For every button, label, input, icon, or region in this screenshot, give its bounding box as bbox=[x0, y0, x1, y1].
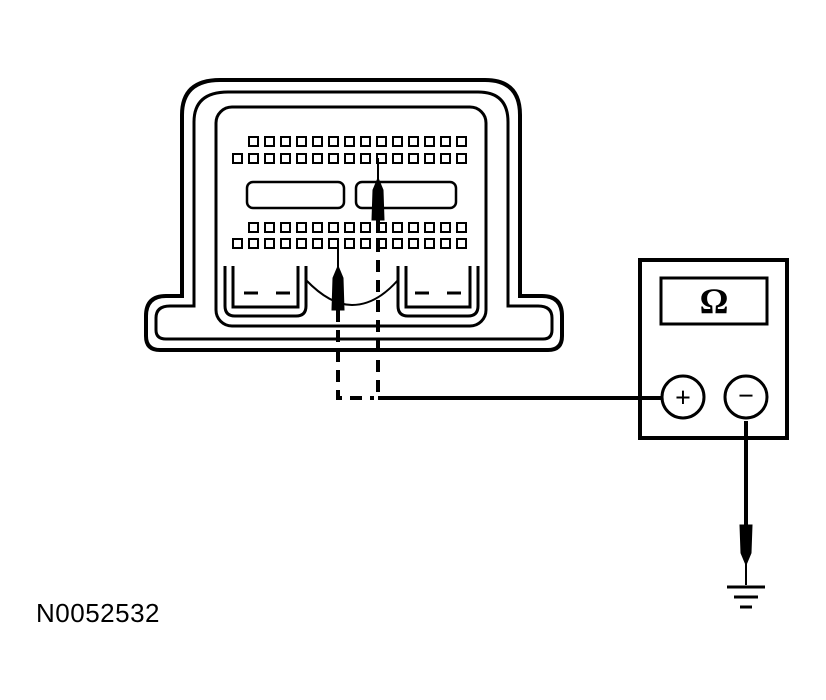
pin-cavity-upper-row-1 bbox=[312, 136, 323, 147]
pin-cavity-upper-row-2 bbox=[344, 153, 355, 164]
pin-cavity-lower-row-1 bbox=[408, 222, 419, 233]
housing-inner-outline bbox=[154, 90, 554, 341]
pin-cavity-lower-row-2 bbox=[408, 238, 419, 249]
lead-negative-hidden bbox=[336, 310, 374, 400]
housing-outer-outline bbox=[144, 78, 564, 352]
slot-right bbox=[354, 180, 458, 210]
module-housing bbox=[144, 78, 564, 352]
pin-cavity-upper-row-2 bbox=[312, 153, 323, 164]
connector-face bbox=[214, 105, 488, 328]
pin-cavity-lower-row-2 bbox=[392, 238, 403, 249]
pin-cavity-lower-row-2 bbox=[424, 238, 435, 249]
meter-display-symbol: Ω bbox=[700, 281, 729, 321]
pin-cavity-upper-row-2 bbox=[232, 153, 243, 164]
pin-cavity-upper-row-1 bbox=[408, 136, 419, 147]
probe-left bbox=[331, 264, 345, 311]
pin-cavity-lower-row-2 bbox=[456, 238, 467, 249]
connector-slots bbox=[245, 180, 458, 210]
pin-cavity-upper-row-2 bbox=[424, 153, 435, 164]
pin-cavity-upper-row-1 bbox=[280, 136, 291, 147]
pin-cavity-upper-row-2 bbox=[328, 153, 339, 164]
pin-cavity-upper-row-1 bbox=[440, 136, 451, 147]
slot-left bbox=[245, 180, 346, 210]
ohmmeter: Ω + − bbox=[638, 258, 789, 440]
pin-cavity-upper-row-2 bbox=[296, 153, 307, 164]
locking-tab-right bbox=[396, 266, 480, 318]
pin-cavity-lower-row-2 bbox=[264, 238, 275, 249]
pin-cavity-upper-row-2 bbox=[264, 153, 275, 164]
pin-cavity-upper-row-2 bbox=[392, 153, 403, 164]
figure-reference-number: N0052532 bbox=[36, 598, 160, 628]
pin-cavity-lower-row-2 bbox=[296, 238, 307, 249]
pin-cavity-lower-row-2 bbox=[248, 238, 259, 249]
negative-terminal[interactable] bbox=[723, 374, 769, 420]
pin-cavity-lower-row-1 bbox=[248, 222, 259, 233]
positive-terminal[interactable] bbox=[660, 374, 706, 420]
tab-bridge bbox=[305, 279, 399, 307]
pin-cavity-upper-row-2 bbox=[360, 153, 371, 164]
pin-cavity-lower-row-2 bbox=[360, 238, 371, 249]
pin-cavity-lower-row-1 bbox=[328, 222, 339, 233]
negative-terminal-label: − bbox=[738, 381, 754, 412]
pin-cavity-lower-row-2 bbox=[312, 238, 323, 249]
pin-cavity-upper-row-2 bbox=[456, 153, 467, 164]
pin-cavity-upper-row-1 bbox=[344, 136, 355, 147]
pin-cavity-lower-row-1 bbox=[296, 222, 307, 233]
ground-probe bbox=[739, 524, 753, 585]
locking-tab-left bbox=[223, 266, 308, 318]
pin-cavity-upper-row-2 bbox=[248, 153, 259, 164]
pin-cavity-lower-row-2 bbox=[280, 238, 291, 249]
pin-cavity-upper-row-2 bbox=[440, 153, 451, 164]
pin-cavity-lower-row-2 bbox=[440, 238, 451, 249]
pin-cavity-lower-row-1 bbox=[264, 222, 275, 233]
pin-cavity-upper-row-1 bbox=[248, 136, 259, 147]
pin-cavity-upper-row-1 bbox=[328, 136, 339, 147]
pin-cavity-lower-row-1 bbox=[424, 222, 435, 233]
pin-cavity-upper-row-2 bbox=[280, 153, 291, 164]
positive-terminal-label: + bbox=[675, 383, 691, 414]
pin-cavity-lower-row-1 bbox=[344, 222, 355, 233]
pin-cavity-lower-row-1 bbox=[456, 222, 467, 233]
pin-cavity-upper-row-2 bbox=[408, 153, 419, 164]
pin-cavity-lower-row-1 bbox=[312, 222, 323, 233]
pin-cavity-upper-row-1 bbox=[296, 136, 307, 147]
ground-icon bbox=[727, 585, 765, 609]
ground-probe-body bbox=[739, 524, 753, 567]
pin-cavity-lower-row-1 bbox=[280, 222, 291, 233]
pin-cavity-upper-row-1 bbox=[392, 136, 403, 147]
pin-cavity-lower-row-2 bbox=[328, 238, 339, 249]
meter-body bbox=[638, 258, 789, 440]
pin-cavity-upper-row-1 bbox=[376, 136, 387, 147]
pin-cavity-lower-row-1 bbox=[392, 222, 403, 233]
pin-cavity-upper-row-1 bbox=[360, 136, 371, 147]
pin-cavity-upper-row-1 bbox=[264, 136, 275, 147]
locking-tabs bbox=[223, 266, 480, 318]
pin-cavity-upper-row-1 bbox=[424, 136, 435, 147]
pin-cavity-lower-row-1 bbox=[360, 222, 371, 233]
pin-cavity-upper-row-1 bbox=[456, 136, 467, 147]
pin-cavity-lower-row-2 bbox=[344, 238, 355, 249]
probe-right bbox=[371, 176, 385, 221]
meter-display bbox=[659, 276, 769, 326]
pin-cavity-lower-row-2 bbox=[232, 238, 243, 249]
connector-pins bbox=[232, 136, 467, 249]
pin-cavity-lower-row-1 bbox=[440, 222, 451, 233]
